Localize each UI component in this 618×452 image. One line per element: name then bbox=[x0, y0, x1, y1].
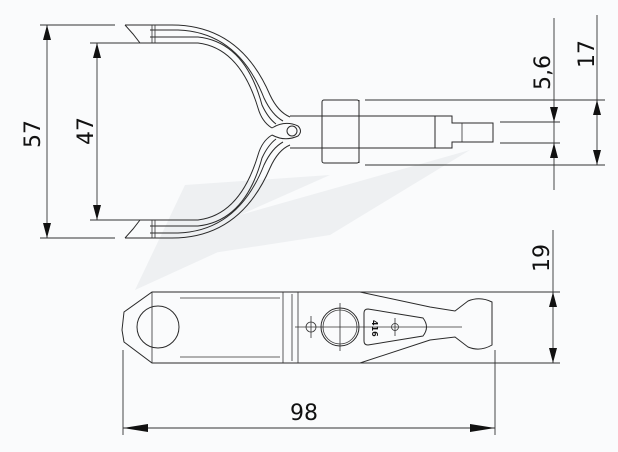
dim-label-19: 19 bbox=[530, 244, 555, 272]
watermark-bolt-icon bbox=[135, 150, 470, 290]
dim-label-5-6: 5,6 bbox=[531, 55, 556, 90]
dimension-5-6: 5,6 bbox=[500, 18, 560, 190]
dim-label-57: 57 bbox=[21, 120, 46, 148]
dimension-98: 98 bbox=[122, 350, 496, 435]
dimension-57: 57 bbox=[21, 24, 115, 239]
dim-label-98: 98 bbox=[290, 401, 318, 426]
dimension-17: 17 bbox=[365, 15, 605, 166]
dimension-47: 47 bbox=[74, 42, 140, 221]
side-view-clip: 416 bbox=[121, 291, 493, 364]
dim-label-47: 47 bbox=[74, 117, 99, 145]
dimension-19: 19 bbox=[360, 230, 560, 364]
top-view-shaft bbox=[290, 99, 494, 164]
part-marking: 416 bbox=[370, 320, 379, 337]
dim-label-17: 17 bbox=[575, 40, 600, 68]
top-view-clip bbox=[124, 24, 301, 239]
